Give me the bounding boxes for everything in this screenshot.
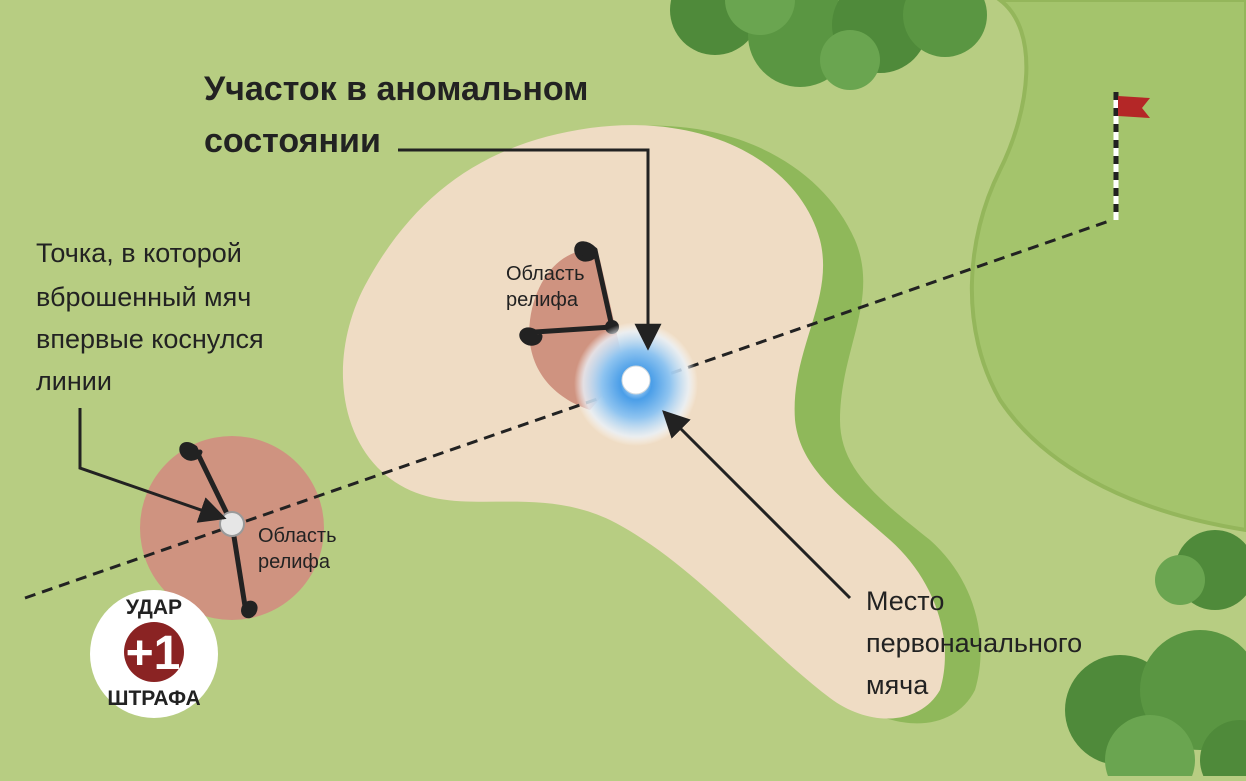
penalty-badge-core [124, 622, 184, 682]
flag-icon [1118, 96, 1150, 118]
penalty-badge: УДАР +1 ШТРАФА [90, 590, 218, 718]
dropped-ball [219, 511, 245, 537]
drop-point-line-2: вброшенный мяч [36, 282, 251, 312]
title-arrow [398, 148, 662, 351]
flagstick [1113, 92, 1150, 220]
original-ball-line-2: первоначального [866, 628, 1082, 658]
relief-label-left-line-2: релифа [258, 551, 331, 573]
reference-line [24, 218, 1113, 600]
penalty-badge-number: +1 [126, 627, 181, 680]
penalty-badge-top: УДАР [126, 596, 182, 619]
trees-top [670, 0, 987, 90]
original-ball-line-1: Место [866, 586, 944, 616]
title-line-1: Участок в аномальном [204, 70, 588, 108]
drop-point-line-4: линии [36, 366, 112, 396]
title-line-2: состоянии [204, 122, 381, 160]
penalty-badge-bottom: ШТРАФА [107, 687, 200, 710]
original-ball-arrow [662, 410, 852, 600]
drop-point-line-3: впервые коснулся [36, 324, 264, 354]
relief-label-bunker-line-1: Область [506, 263, 585, 285]
club-marker-bunker [519, 241, 619, 346]
drop-point-arrow [78, 408, 227, 523]
original-ball-line-3: мяча [866, 670, 929, 700]
drop-point-line-1: Точка, в которой [36, 238, 242, 268]
putting-green [969, 0, 1246, 533]
relief-label-left-line-1: Область [258, 525, 337, 547]
trees-right [1065, 530, 1246, 781]
original-ball [621, 365, 651, 395]
relief-label-bunker-line-2: релифа [506, 289, 579, 311]
